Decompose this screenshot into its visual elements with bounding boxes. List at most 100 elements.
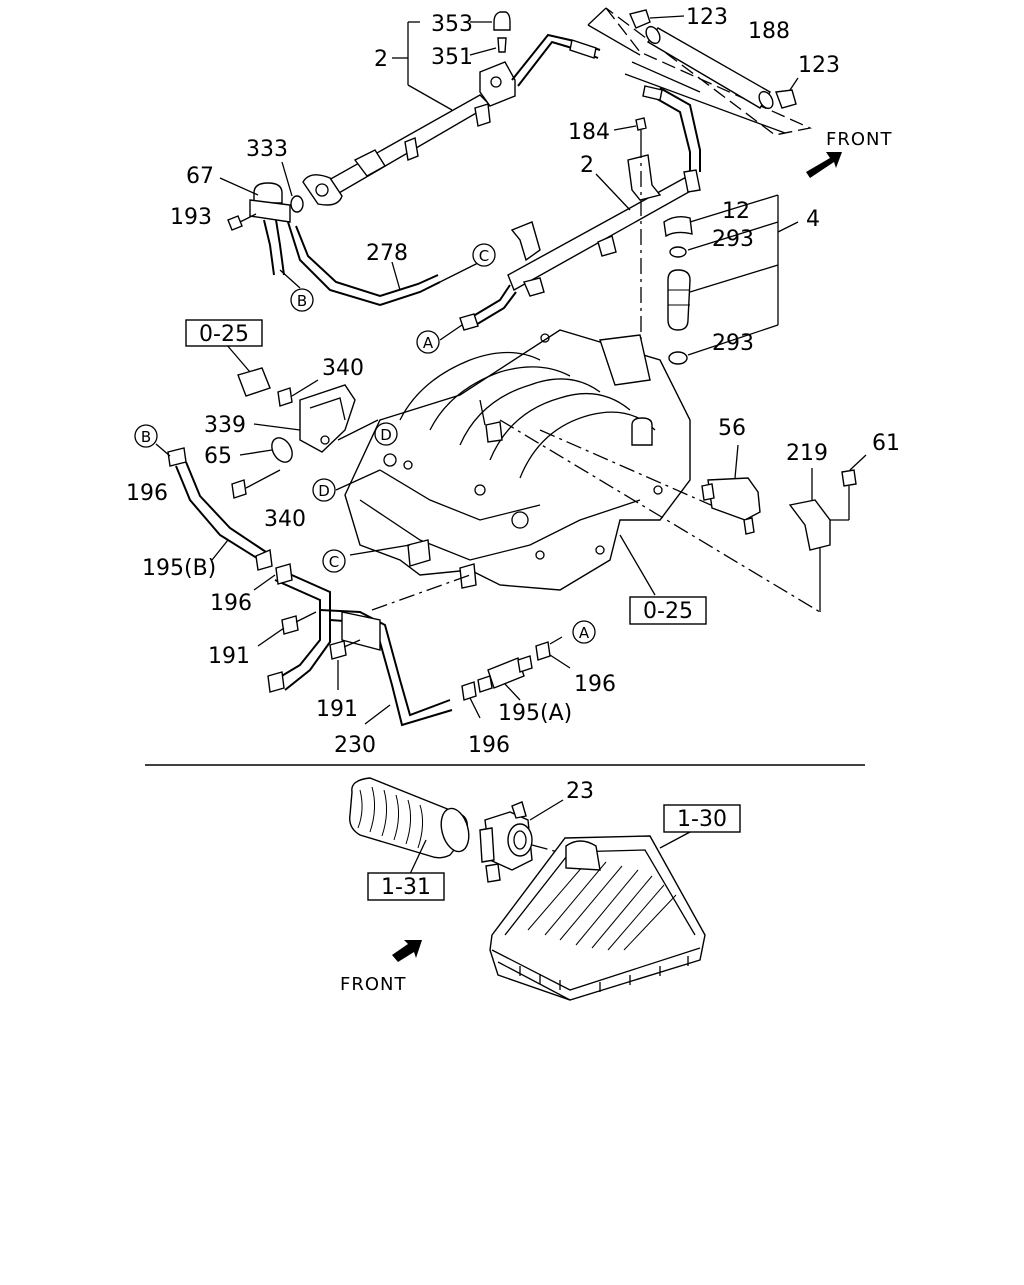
hose-195b bbox=[155, 443, 273, 571]
dash-56 bbox=[539, 429, 746, 521]
leader-339 bbox=[253, 423, 301, 431]
callout-123-top: 123 bbox=[686, 5, 728, 30]
front-arrow-top bbox=[806, 152, 842, 178]
circle-ref-d-left: D bbox=[312, 478, 336, 502]
callout-353: 353 bbox=[431, 12, 473, 37]
callout-219: 219 bbox=[786, 441, 828, 466]
callout-12: 12 bbox=[722, 199, 750, 224]
leader-A-bottom bbox=[549, 636, 563, 645]
air-cleaner-1-30 bbox=[489, 835, 706, 1001]
bolt-193 bbox=[227, 213, 257, 231]
leader-196d bbox=[549, 654, 571, 669]
circle-ref-b-top: B bbox=[290, 288, 314, 312]
dash-230 bbox=[371, 574, 471, 611]
callout-61: 61 bbox=[872, 431, 900, 456]
callout-191-lower: 191 bbox=[316, 697, 358, 722]
clamp-123-right bbox=[775, 77, 799, 109]
sensor-23 bbox=[479, 799, 564, 883]
gasket-65 bbox=[271, 437, 293, 463]
leader-D-right bbox=[337, 419, 379, 441]
leader-B-top bbox=[279, 269, 301, 289]
callout-191-left: 191 bbox=[208, 644, 250, 669]
callout-188: 188 bbox=[748, 19, 790, 44]
circle-a-top-label: A bbox=[423, 334, 434, 352]
pressure-regulator-67 bbox=[249, 182, 441, 307]
injector-4 bbox=[663, 215, 693, 365]
bracket-219 bbox=[788, 468, 831, 551]
leader-65 bbox=[239, 449, 273, 456]
circle-d-left-label: D bbox=[318, 482, 330, 500]
leader-230 bbox=[364, 704, 391, 725]
callout-196-left: 196 bbox=[126, 481, 168, 506]
callout-2-upper: 2 bbox=[374, 47, 388, 72]
leader-196b bbox=[253, 574, 276, 591]
circle-d-right-label: D bbox=[380, 426, 392, 444]
ref-131-label: 1-31 bbox=[381, 875, 431, 900]
bolt-61 bbox=[830, 454, 867, 521]
circle-b-top-label: B bbox=[297, 292, 307, 310]
circle-ref-a-top: A bbox=[416, 330, 440, 354]
air-duct-1-31 bbox=[349, 777, 470, 859]
circle-ref-b-left: B bbox=[134, 424, 158, 448]
bolt-340-lower bbox=[231, 469, 281, 499]
leader-C-left bbox=[349, 544, 411, 556]
callout-193: 193 bbox=[170, 205, 212, 230]
circle-ref-c-left: C bbox=[322, 549, 346, 573]
sensor-0-25 bbox=[225, 343, 271, 397]
leader-333 bbox=[281, 161, 293, 197]
front-label-bottom: FRONT bbox=[340, 974, 407, 995]
leader-2b bbox=[595, 173, 631, 211]
front-label-top: FRONT bbox=[826, 129, 893, 150]
callout-293-lower: 293 bbox=[712, 331, 754, 356]
leader-67 bbox=[219, 177, 259, 196]
callout-230: 230 bbox=[334, 733, 376, 758]
callout-23: 23 bbox=[566, 779, 594, 804]
clamp-123-top bbox=[629, 9, 685, 29]
bolts-191 bbox=[257, 611, 361, 690]
ref-box-130: 1-30 bbox=[663, 804, 741, 833]
fuel-rail-left bbox=[302, 11, 601, 206]
callout-278: 278 bbox=[366, 241, 408, 266]
callout-184: 184 bbox=[568, 120, 610, 145]
leader-278 bbox=[391, 261, 401, 291]
callout-67: 67 bbox=[186, 164, 214, 189]
callout-340-upper: 340 bbox=[322, 356, 364, 381]
callout-196-mid: 196 bbox=[210, 591, 252, 616]
circle-ref-a-bottom: A bbox=[572, 620, 596, 644]
leader-184 bbox=[613, 125, 637, 131]
front-arrow-bottom bbox=[392, 940, 422, 962]
leader-2-bracket bbox=[392, 21, 497, 111]
callout-123-right: 123 bbox=[798, 53, 840, 78]
circle-ref-c-top: C bbox=[472, 243, 496, 267]
ref-box-025-top: 0-25 bbox=[185, 319, 263, 347]
callout-196-right: 196 bbox=[574, 672, 616, 697]
callout-333: 333 bbox=[246, 137, 288, 162]
circle-c-top-label: C bbox=[479, 247, 489, 265]
ref-box-025-bottom: 0-25 bbox=[629, 596, 707, 625]
dash-manifold-right bbox=[499, 419, 821, 613]
leader-1-31 bbox=[409, 839, 427, 875]
circle-c-left-label: C bbox=[329, 553, 339, 571]
callout-339: 339 bbox=[204, 413, 246, 438]
fuel-rail-right bbox=[459, 85, 701, 331]
callout-351: 351 bbox=[431, 45, 473, 70]
callout-195a: 195(A) bbox=[498, 701, 572, 726]
bracket-339 bbox=[299, 384, 356, 453]
circle-b-left-label: B bbox=[141, 428, 151, 446]
solenoid-56 bbox=[701, 444, 761, 535]
ref-box-131: 1-31 bbox=[367, 872, 445, 901]
callout-4: 4 bbox=[806, 207, 820, 232]
callout-56: 56 bbox=[718, 416, 746, 441]
leader-A-top bbox=[439, 324, 463, 341]
hose-188 bbox=[587, 7, 813, 136]
callout-340-lower: 340 bbox=[264, 507, 306, 532]
leader-4-bracket bbox=[687, 194, 799, 356]
leader-C-top bbox=[439, 261, 481, 283]
callout-293-upper: 293 bbox=[712, 227, 754, 252]
ref-130-label: 1-30 bbox=[677, 807, 727, 832]
leader-1-30 bbox=[659, 831, 691, 849]
callout-195b: 195(B) bbox=[142, 556, 216, 581]
callout-65: 65 bbox=[204, 444, 232, 469]
